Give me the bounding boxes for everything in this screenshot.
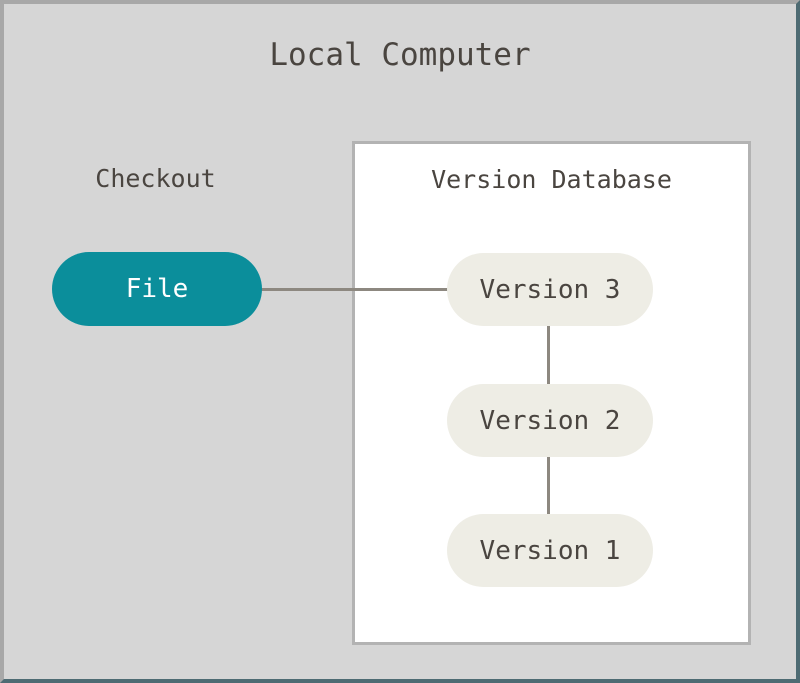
node-file[interactable]: File [52,252,262,326]
page-title: Local Computer [269,37,531,73]
node-version-3[interactable]: Version 3 [447,253,653,326]
connector-version-2-to-version-1 [547,455,550,516]
checkout-label: Checkout [95,164,216,193]
node-version-1[interactable]: Version 1 [447,514,653,587]
version-database-title: Version Database [431,165,672,194]
node-version-2[interactable]: Version 2 [447,384,653,457]
connector-file-to-version-3 [260,288,452,291]
connector-version-3-to-version-2 [547,324,550,385]
